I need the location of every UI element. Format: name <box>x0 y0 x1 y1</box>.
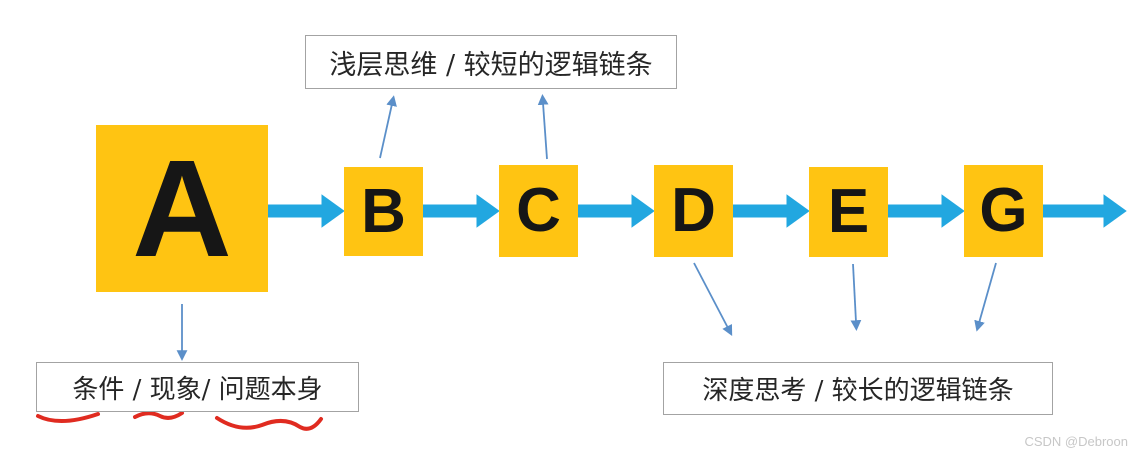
connector-b-to-top-label <box>379 95 397 159</box>
node-D: D <box>654 165 733 257</box>
node-B: B <box>344 167 423 256</box>
connector-d-to-bottom-right-label <box>693 262 733 336</box>
node-G: G <box>964 165 1043 257</box>
red-underline-1 <box>36 412 100 423</box>
label-condition-phenomenon: 条件 / 现象/ 问题本身 <box>36 362 359 412</box>
node-E: E <box>809 167 888 257</box>
node-C: C <box>499 165 578 257</box>
red-underline-3 <box>215 416 323 431</box>
connector-g-to-bottom-right-label <box>974 262 997 332</box>
watermark: CSDN @Debroon <box>1024 434 1128 449</box>
label-deep-thinking: 深度思考 / 较长的逻辑链条 <box>663 362 1053 415</box>
node-A: A <box>96 125 268 292</box>
red-underline-2 <box>133 411 184 420</box>
connector-e-to-bottom-right-label <box>850 263 862 331</box>
connector-c-to-top-label <box>537 94 549 160</box>
label-shallow-thinking: 浅层思维 / 较短的逻辑链条 <box>305 35 677 89</box>
